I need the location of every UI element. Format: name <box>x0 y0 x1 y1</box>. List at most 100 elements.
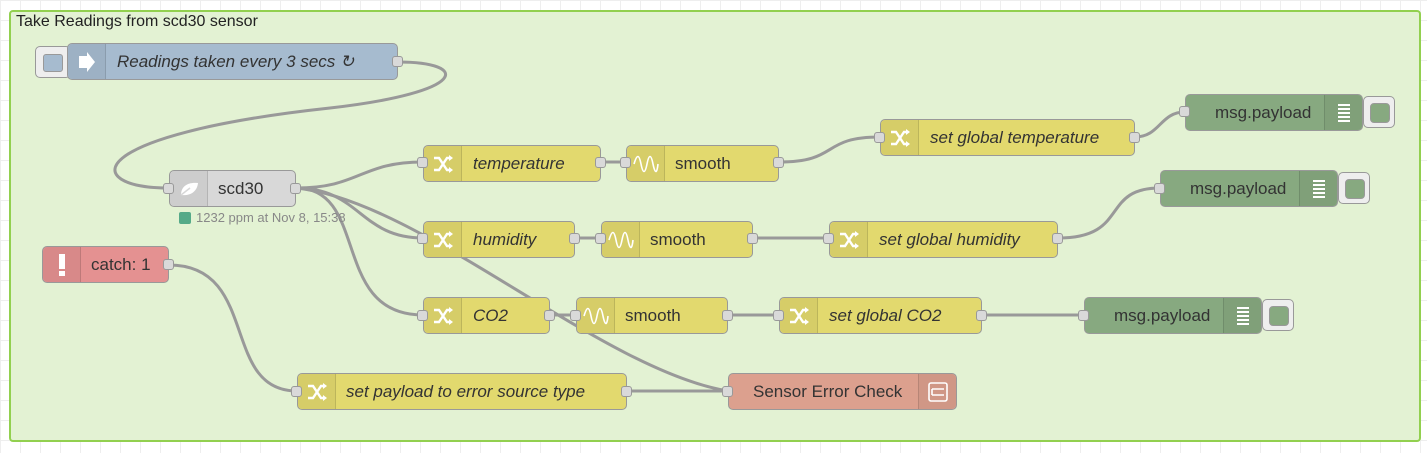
list-icon <box>1324 95 1362 130</box>
shuffle-icon <box>298 374 336 409</box>
co2-node[interactable]: CO2 <box>423 297 550 334</box>
debug-label-1: msg.payload <box>1215 102 1312 122</box>
list-icon <box>1223 298 1261 333</box>
scd30-status: 1232 ppm at Nov 8, 15:38 <box>179 210 346 225</box>
smooth3-input-port[interactable] <box>570 310 581 321</box>
scd30-input-port[interactable] <box>163 183 174 194</box>
temperature-node[interactable]: temperature <box>423 145 601 182</box>
scd30-output-port[interactable] <box>290 183 301 194</box>
set-global-co2-node[interactable]: set global CO2 <box>779 297 982 334</box>
set-global-temperature-node[interactable]: set global temperature <box>880 119 1135 156</box>
group-label: Take Readings from scd30 sensor <box>16 13 258 30</box>
wire-inject-scd30 <box>113 60 447 190</box>
smooth-label-1: smooth <box>675 153 731 173</box>
wire-sethum-debug2 <box>1057 186 1161 240</box>
inject-node[interactable]: Readings taken every 3 secs ↻ <box>67 43 398 80</box>
shuffle-icon <box>780 298 818 333</box>
smooth2-output-port[interactable] <box>747 233 758 244</box>
wire-catch-seterr <box>168 263 298 393</box>
smooth-label-3: smooth <box>625 305 681 325</box>
debug-label-3: msg.payload <box>1114 305 1211 325</box>
smooth-node-1[interactable]: smooth <box>626 145 779 182</box>
wire-scd30-co2 <box>295 186 424 317</box>
setco2-input-port[interactable] <box>773 310 784 321</box>
catch-output-port[interactable] <box>163 259 174 270</box>
smooth2-input-port[interactable] <box>595 233 606 244</box>
exclamation-icon <box>43 247 81 282</box>
sethum-output-port[interactable] <box>1052 233 1063 244</box>
inject-trigger-button[interactable] <box>35 46 71 78</box>
wave-icon <box>627 146 665 181</box>
set-global-humidity-node[interactable]: set global humidity <box>829 221 1058 258</box>
shuffle-icon <box>881 120 919 155</box>
wire-scd30-sensorerr <box>295 186 729 393</box>
smooth-node-2[interactable]: smooth <box>601 221 753 258</box>
humidity-output-port[interactable] <box>569 233 580 244</box>
wave-icon <box>577 298 615 333</box>
list-icon <box>1299 171 1337 206</box>
shuffle-icon <box>424 298 462 333</box>
sethum-input-port[interactable] <box>823 233 834 244</box>
seterr-input-port[interactable] <box>291 386 302 397</box>
catch-label: catch: 1 <box>91 254 151 274</box>
seterr-output-port[interactable] <box>621 386 632 397</box>
smooth-label-2: smooth <box>650 229 706 249</box>
smooth-node-3[interactable]: smooth <box>576 297 728 334</box>
leaf-icon <box>170 171 208 206</box>
scd30-label: scd30 <box>218 178 264 198</box>
set-payload-error-node[interactable]: set payload to error source type <box>297 373 627 410</box>
temperature-input-port[interactable] <box>417 157 428 168</box>
sensorerr-input-port[interactable] <box>722 386 733 397</box>
set-global-humidity-label: set global humidity <box>879 229 1020 249</box>
co2-input-port[interactable] <box>417 310 428 321</box>
debug2-input-port[interactable] <box>1154 183 1165 194</box>
smooth1-input-port[interactable] <box>620 157 631 168</box>
wave-icon <box>602 222 640 257</box>
co2-output-port[interactable] <box>544 310 555 321</box>
shuffle-icon <box>424 222 462 257</box>
smooth3-output-port[interactable] <box>722 310 733 321</box>
smooth1-output-port[interactable] <box>773 157 784 168</box>
switch-icon <box>918 374 956 409</box>
inject-output-port[interactable] <box>392 56 403 67</box>
humidity-label: humidity <box>473 229 537 249</box>
scd30-node[interactable]: scd30 <box>169 170 296 207</box>
debug-toggle-icon <box>1269 306 1289 326</box>
debug-toggle-icon <box>1370 103 1390 123</box>
settemp-input-port[interactable] <box>874 132 885 143</box>
debug-toggle-2[interactable] <box>1338 172 1370 204</box>
wire-smooth1-settemp <box>778 135 881 164</box>
set-global-temperature-label: set global temperature <box>930 127 1100 147</box>
co2-label: CO2 <box>473 305 508 325</box>
sensor-error-check-node[interactable]: Sensor Error Check <box>728 373 957 410</box>
catch-node[interactable]: catch: 1 <box>42 246 169 283</box>
set-global-co2-label: set global CO2 <box>829 305 942 325</box>
debug1-input-port[interactable] <box>1179 106 1190 117</box>
arrow-right-icon <box>68 44 106 79</box>
temperature-output-port[interactable] <box>595 157 606 168</box>
debug3-input-port[interactable] <box>1078 310 1089 321</box>
shuffle-icon <box>830 222 868 257</box>
debug-label-2: msg.payload <box>1190 178 1287 198</box>
debug-node-2[interactable]: msg.payload <box>1160 170 1338 207</box>
debug-node-3[interactable]: msg.payload <box>1084 297 1262 334</box>
sensor-error-check-label: Sensor Error Check <box>753 381 903 401</box>
status-dot <box>179 211 191 224</box>
debug-toggle-3[interactable] <box>1262 299 1294 331</box>
temperature-label: temperature <box>473 153 565 173</box>
humidity-node[interactable]: humidity <box>423 221 575 258</box>
wire-scd30-temperature <box>295 160 424 190</box>
settemp-output-port[interactable] <box>1129 132 1140 143</box>
debug-toggle-icon <box>1345 179 1365 199</box>
setco2-output-port[interactable] <box>976 310 987 321</box>
debug-toggle-1[interactable] <box>1363 96 1395 128</box>
shuffle-icon <box>424 146 462 181</box>
humidity-input-port[interactable] <box>417 233 428 244</box>
set-payload-error-label: set payload to error source type <box>346 381 586 401</box>
scd30-status-text: 1232 ppm at Nov 8, 15:38 <box>196 210 346 225</box>
inject-trigger-icon <box>43 54 63 72</box>
inject-label: Readings taken every 3 secs ↻ <box>117 51 355 71</box>
debug-node-1[interactable]: msg.payload <box>1185 94 1363 131</box>
wire-settemp-debug1 <box>1134 110 1186 139</box>
